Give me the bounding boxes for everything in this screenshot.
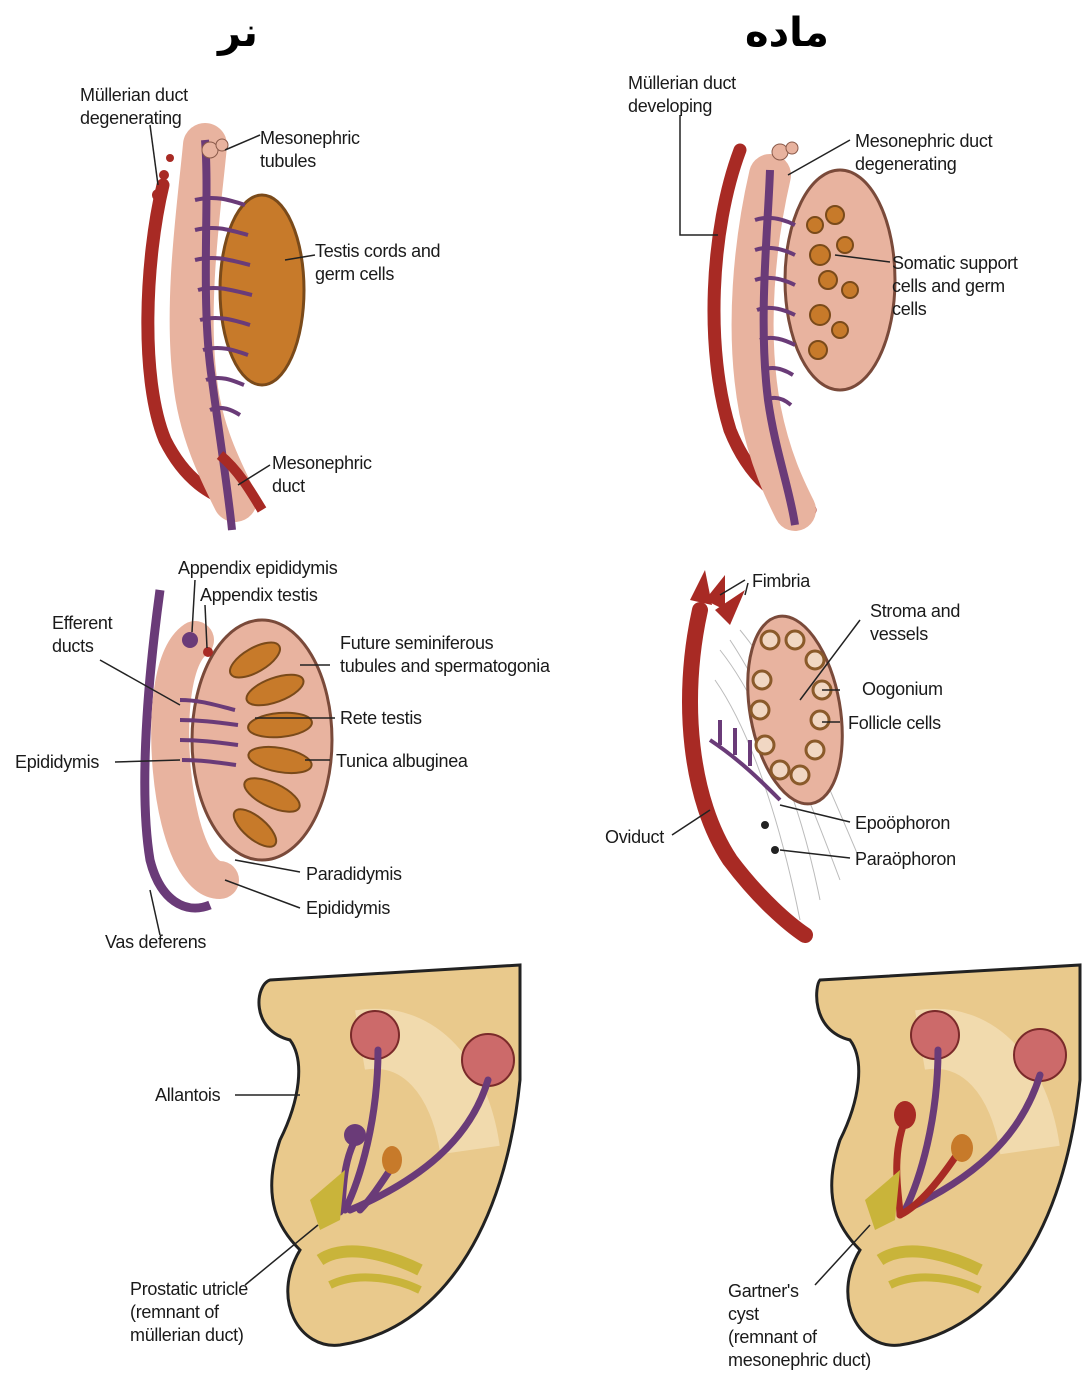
label-prostatic-utricle: Prostatic utricle (remnant of müllerian …	[130, 1278, 248, 1347]
label-efferent-ducts: Efferent ducts	[52, 612, 112, 658]
label-allantois: Allantois	[155, 1084, 220, 1107]
label-follicle-cells: Follicle cells	[848, 712, 941, 735]
label-appendix-testis: Appendix testis	[200, 584, 318, 607]
label-testis-cords: Testis cords and germ cells	[315, 240, 440, 286]
label-stroma: Stroma and vessels	[870, 600, 960, 646]
label-vas-deferens: Vas deferens	[105, 931, 206, 954]
label-epoophoron: Epoöphoron	[855, 812, 950, 835]
label-future-seminiferous: Future seminiferous tubules and spermato…	[340, 632, 550, 678]
male-title: نر	[218, 10, 258, 56]
female-indifferent-drawing	[680, 115, 895, 525]
label-mesonephric-degenerating: Mesonephric duct degenerating	[855, 130, 992, 176]
label-oviduct: Oviduct	[605, 826, 664, 849]
label-mullerian-developing: Müllerian duct developing	[628, 72, 736, 118]
label-fimbria: Fimbria	[752, 570, 810, 593]
ovary-drawing	[672, 570, 860, 935]
male-pelvis-drawing	[235, 965, 520, 1345]
label-epididymis-left: Epididymis	[15, 751, 99, 774]
label-appendix-epididymis: Appendix epididymis	[178, 557, 337, 580]
label-somatic-support: Somatic support cells and germ cells	[892, 252, 1018, 321]
label-rete-testis: Rete testis	[340, 707, 422, 730]
label-paroophoron: Paraöphoron	[855, 848, 956, 871]
female-title: ماده	[745, 10, 829, 56]
label-tunica-albuginea: Tunica albuginea	[336, 750, 468, 773]
label-mesonephric-duct: Mesonephric duct	[272, 452, 372, 498]
label-mesonephric-tubules: Mesonephric tubules	[260, 127, 360, 173]
label-oogonium: Oogonium	[862, 678, 943, 701]
label-epididymis-bottom: Epididymis	[306, 897, 390, 920]
label-mullerian-degenerating: Müllerian duct degenerating	[80, 84, 188, 130]
label-gartner-cyst: Gartner's cyst (remnant of mesonephric d…	[728, 1280, 871, 1372]
testis-drawing	[100, 580, 335, 935]
label-paradidymis: Paradidymis	[306, 863, 402, 886]
